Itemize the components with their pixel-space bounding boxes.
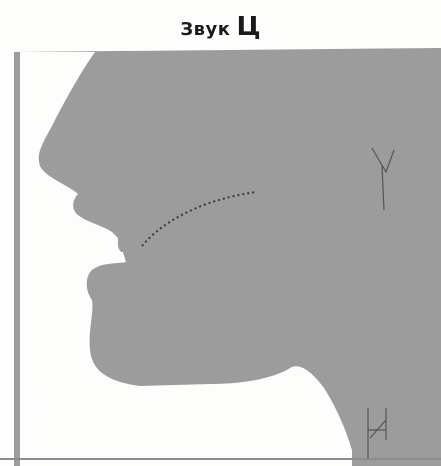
chin-mark	[26, 406, 48, 408]
title-letter: Ц	[237, 12, 261, 42]
head-profile-region	[14, 48, 441, 466]
articulation-diagram	[0, 40, 441, 466]
diagram-title: Звук Ц	[0, 12, 441, 42]
bottom-rule	[0, 458, 441, 460]
title-word: Звук	[180, 19, 230, 40]
